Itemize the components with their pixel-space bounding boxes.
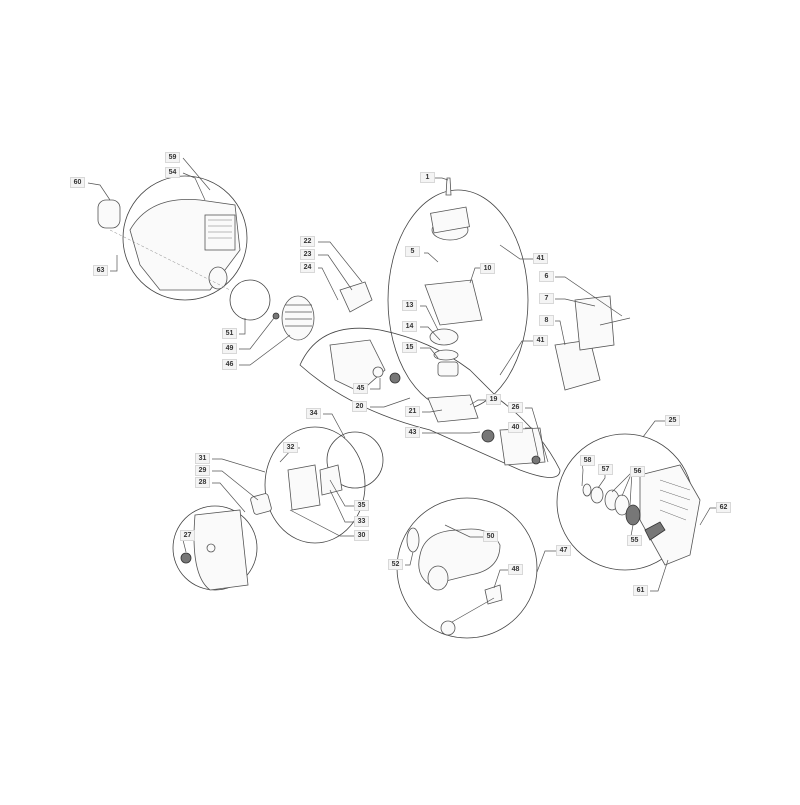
- part-label-21: 21: [405, 406, 420, 417]
- part-label-54: 54: [165, 167, 180, 178]
- part-label-35: 35: [354, 500, 369, 511]
- part-label-20: 20: [352, 401, 367, 412]
- part-label-51: 51: [222, 328, 237, 339]
- part-label-41-lower: 41: [533, 335, 548, 346]
- part-label-7: 7: [539, 293, 554, 304]
- part-label-49: 49: [222, 343, 237, 354]
- part-label-63: 63: [93, 265, 108, 276]
- part-label-26: 26: [508, 402, 523, 413]
- part-label-14: 14: [402, 321, 417, 332]
- part-label-50: 50: [483, 531, 498, 542]
- part-label-25: 25: [665, 415, 680, 426]
- part-label-23: 23: [300, 249, 315, 260]
- part-label-48: 48: [508, 564, 523, 575]
- part-label-47: 47: [556, 545, 571, 556]
- part-label-32: 32: [283, 442, 298, 453]
- part-label-5: 5: [405, 246, 420, 257]
- part-label-62: 62: [716, 502, 731, 513]
- part-label-30: 30: [354, 530, 369, 541]
- part-label-24: 24: [300, 262, 315, 273]
- part-label-28: 28: [195, 477, 210, 488]
- part-label-40: 40: [508, 422, 523, 433]
- part-label-33: 33: [354, 516, 369, 527]
- part-label-43: 43: [405, 427, 420, 438]
- part-label-45: 45: [353, 383, 368, 394]
- part-label-41: 41: [533, 253, 548, 264]
- part-label-34: 34: [306, 408, 321, 419]
- part-label-15: 15: [402, 342, 417, 353]
- part-label-27: 27: [180, 530, 195, 541]
- part-label-52: 52: [388, 559, 403, 570]
- part-label-6: 6: [539, 271, 554, 282]
- part-label-57: 57: [598, 464, 613, 475]
- part-label-56: 56: [630, 466, 645, 477]
- part-label-29: 29: [195, 465, 210, 476]
- part-label-55: 55: [627, 535, 642, 546]
- part-label-10: 10: [480, 263, 495, 274]
- part-label-13: 13: [402, 300, 417, 311]
- part-label-46: 46: [222, 359, 237, 370]
- part-label-1: 1: [420, 172, 435, 183]
- part-label-58: 58: [580, 455, 595, 466]
- part-label-8: 8: [539, 315, 554, 326]
- part-label-60: 60: [70, 177, 85, 188]
- fan-housing-group: [97, 175, 248, 301]
- part-label-22: 22: [300, 236, 315, 247]
- part-label-59: 59: [165, 152, 180, 163]
- part-label-19: 19: [486, 394, 501, 405]
- part-label-61: 61: [633, 585, 648, 596]
- part-label-31: 31: [195, 453, 210, 464]
